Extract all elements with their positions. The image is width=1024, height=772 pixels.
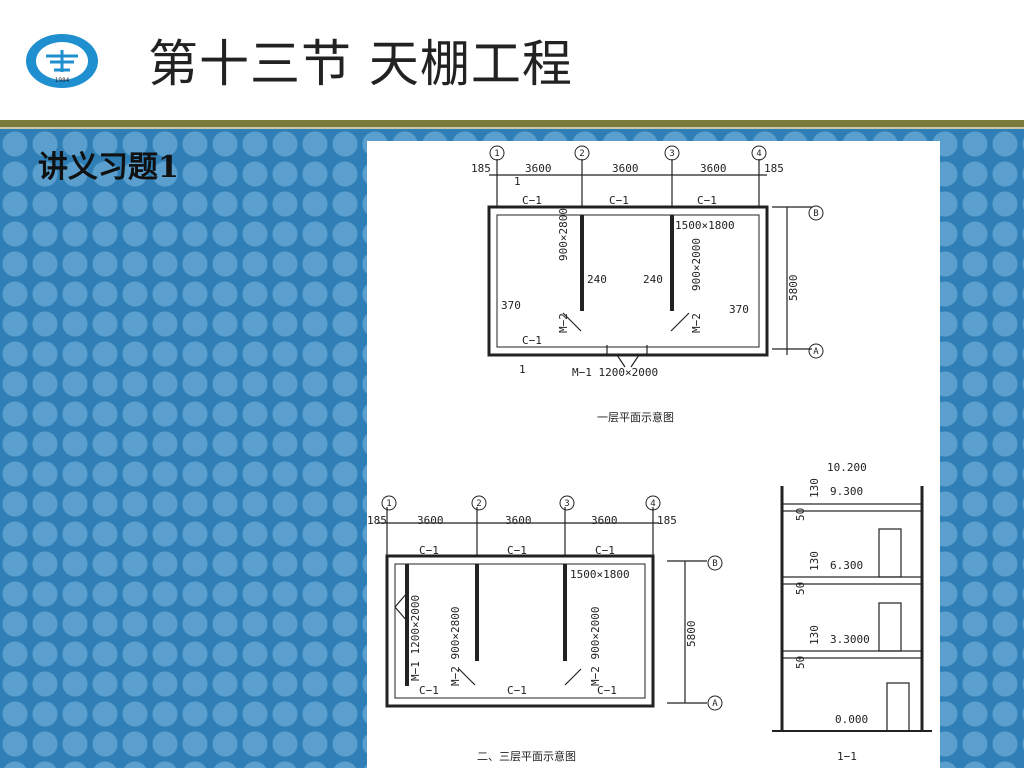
- plan1-wall-370a: 370: [501, 299, 521, 312]
- section-dim-50c: 50: [794, 656, 807, 669]
- axis-b: B: [813, 209, 818, 219]
- school-logo-icon: 1984: [26, 34, 98, 88]
- plan2-window-5: C−1: [507, 684, 527, 697]
- drawing-canvas: 1 2 3 4 B A 1 2 3 4 B A 185 3600 3600 36…: [367, 145, 932, 763]
- axis-a: A: [813, 347, 819, 357]
- plan1-window-4: C−1: [522, 334, 542, 347]
- plan2-window-6: C−1: [597, 684, 617, 697]
- section-level-10200: 10.200: [827, 461, 867, 474]
- header-divider: [0, 120, 1024, 127]
- plan1-entrance-door: M−1 1200×2000: [572, 366, 658, 379]
- plan1-door-label-a: M−2: [557, 313, 570, 333]
- axis-4: 4: [756, 149, 761, 159]
- axis-2-plan2: 2: [476, 499, 481, 509]
- axis-4-plan2: 4: [650, 499, 655, 509]
- plan1-walls: [487, 205, 769, 368]
- plan1-window-3: C−1: [697, 194, 717, 207]
- axis-1-plan2: 1: [386, 499, 391, 509]
- plan1-depth: 5800: [787, 275, 800, 302]
- axis-3-plan2: 3: [564, 499, 569, 509]
- section-drawing: [772, 486, 932, 732]
- slide-subtitle: 讲义习题1: [38, 150, 179, 185]
- section-dim-130a: 130: [808, 478, 821, 498]
- plan1-window-2: C−1: [609, 194, 629, 207]
- section-dim-130b: 130: [808, 551, 821, 571]
- section-level-3300: 3.3000: [830, 633, 870, 646]
- plan2-depth: 5800: [685, 621, 698, 648]
- plan1-dim-1: 3600: [525, 162, 552, 175]
- plan2-dim-3: 3600: [591, 514, 618, 527]
- plan1-door-label-b: M−2: [690, 313, 703, 333]
- axis-b-plan2: B: [712, 559, 717, 569]
- plan1-caption: 一层平面示意图: [597, 410, 674, 424]
- plan2-door-m2a: M−2 900×2800: [449, 607, 462, 686]
- plan1-section-top: 1: [514, 175, 521, 188]
- plan2-walls: [385, 554, 655, 708]
- plan2-window-4: C−1: [419, 684, 439, 697]
- plan2-dim-1: 3600: [417, 514, 444, 527]
- section-dim-130c: 130: [808, 625, 821, 645]
- logo-year: 1984: [55, 77, 70, 84]
- plan2-window-1: C−1: [419, 544, 439, 557]
- architectural-drawing: 1 2 3 4 B A 1 2 3 4 B A 185 3600 3600 36…: [367, 141, 940, 768]
- plan2-door-m2b: M−2 900×2000: [589, 607, 602, 686]
- plan2-window-3: C−1: [595, 544, 615, 557]
- header-divider-light: [0, 127, 1024, 129]
- plan1-door-inner: 900×2800: [557, 208, 570, 261]
- plan1-window-1: C−1: [522, 194, 542, 207]
- plan1-section-bottom: 1: [519, 363, 526, 376]
- plan2-window-size: 1500×1800: [570, 568, 630, 581]
- plan2-dim-right: 185: [657, 514, 677, 527]
- plan1-dim-lines: [489, 159, 812, 355]
- axis-2: 2: [579, 149, 584, 159]
- section-level-6300: 6.300: [830, 559, 863, 572]
- section-caption: 1−1: [837, 750, 857, 763]
- section-dim-50a: 50: [794, 508, 807, 521]
- plan1-door-right: 900×2000: [690, 238, 703, 291]
- plan1-window-size: 1500×1800: [675, 219, 735, 232]
- plan2-caption: 二、三层平面示意图: [477, 749, 576, 763]
- axis-1: 1: [494, 149, 499, 159]
- plan1-dim-left: 185: [471, 162, 491, 175]
- axis-a-plan2: A: [712, 699, 718, 709]
- plan1-wall-240b: 240: [643, 273, 663, 286]
- plan1-wall-240a: 240: [587, 273, 607, 286]
- section-level-0000: 0.000: [835, 713, 868, 726]
- section-dim-50b: 50: [794, 582, 807, 595]
- axis-3: 3: [669, 149, 674, 159]
- plan2-dim-lines: [377, 507, 707, 704]
- slide-title: 第十三节 天棚工程: [148, 35, 573, 93]
- plan2-window-2: C−1: [507, 544, 527, 557]
- plan1-dim-2: 3600: [612, 162, 639, 175]
- slide-header: 1984 第十三节 天棚工程: [0, 0, 1024, 120]
- section-level-9300: 9.300: [830, 485, 863, 498]
- plan2-door-m1: M−1 1200×2000: [409, 595, 422, 681]
- plan1-wall-370b: 370: [729, 303, 749, 316]
- plan1-dim-right: 185: [764, 162, 784, 175]
- plan1-dim-3: 3600: [700, 162, 727, 175]
- plan2-dim-2: 3600: [505, 514, 532, 527]
- plan2-dim-left: 185: [367, 514, 387, 527]
